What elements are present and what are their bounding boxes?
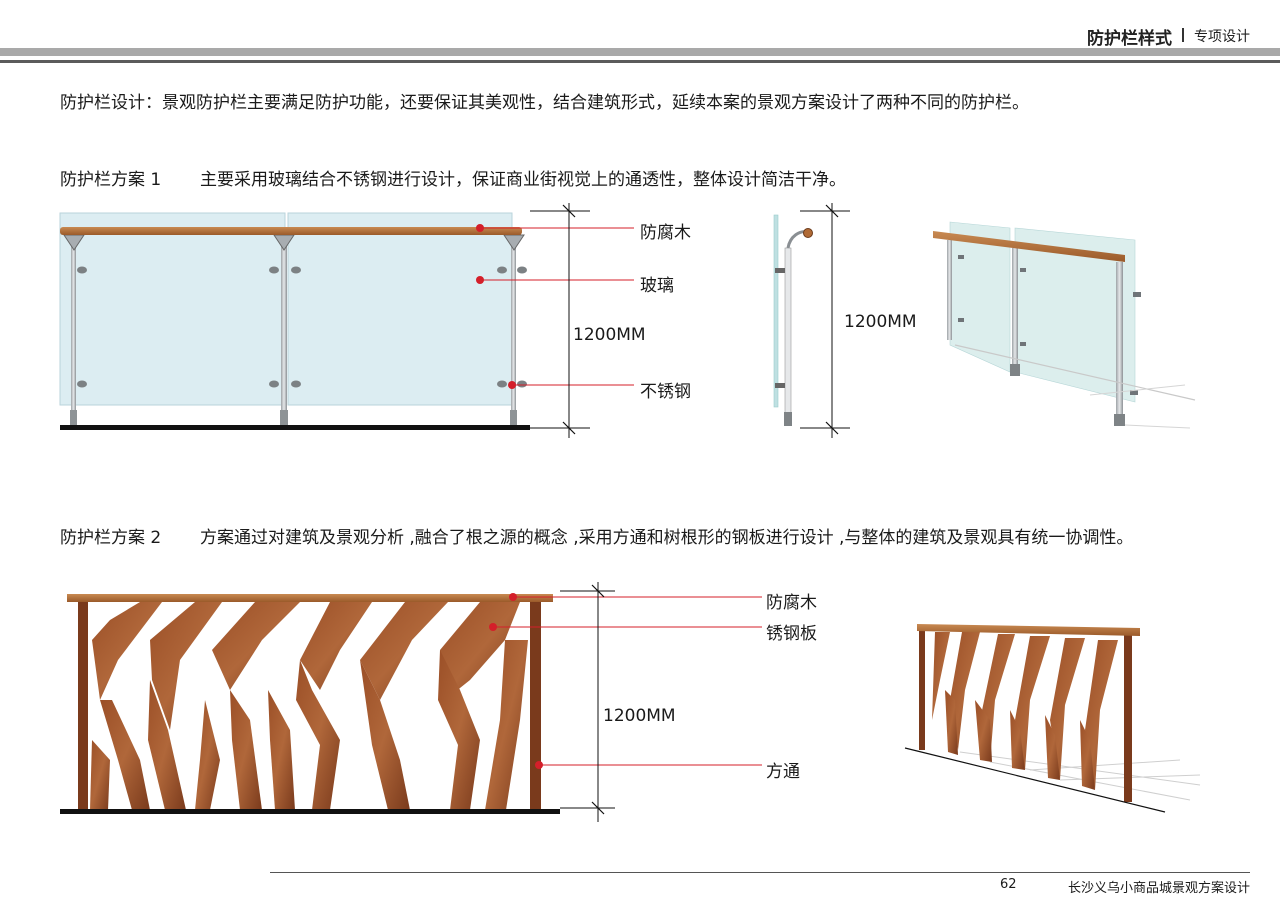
callout-dot xyxy=(508,381,516,389)
callout-dot xyxy=(535,761,543,769)
scheme1-description: 主要采用玻璃结合不锈钢进行设计，保证商业街视觉上的通透性，整体设计简洁干净。 xyxy=(200,170,846,190)
scheme1-dimension-label: 1200MM xyxy=(573,325,646,345)
callout-dot xyxy=(509,593,517,601)
wood-handrail xyxy=(60,227,522,235)
wood-handrail xyxy=(933,231,1125,262)
callout-plate-label: 锈钢板 xyxy=(766,624,817,644)
scheme1-front-elevation xyxy=(59,203,634,438)
section-subtitle: 专项设计 xyxy=(1194,29,1250,45)
wood-handrail xyxy=(67,594,553,602)
rust-steel-plate xyxy=(90,602,528,810)
scheme1-side-section xyxy=(773,203,850,438)
callout-tube-label: 方通 xyxy=(766,762,800,782)
post-base xyxy=(784,412,792,426)
scheme1-heading: 防护栏方案 1 主要采用玻璃结合不锈钢进行设计，保证商业街视觉上的通透性，整体设计… xyxy=(60,165,846,190)
ground-line xyxy=(60,809,560,814)
glass-panel-right xyxy=(287,212,513,406)
header-rule xyxy=(0,60,1280,63)
scheme2-perspective xyxy=(904,624,1201,813)
intro-paragraph: 防护栏设计：景观防护栏主要满足防护功能，还要保证其美观性，结合建筑形式，延续本案… xyxy=(60,93,1029,113)
scheme2-label: 防护栏方案 2 xyxy=(60,528,162,548)
scheme1-label: 防护栏方案 1 xyxy=(60,170,162,190)
scheme2-description: 方案通过对建筑及景观分析 ,融合了根之源的概念 ,采用方通和树根形的钢板进行设计… xyxy=(200,528,1134,548)
callout-glass-label: 玻璃 xyxy=(640,276,674,296)
post-base xyxy=(510,410,517,426)
steel-post xyxy=(71,238,76,414)
callout-wood-label: 防腐木 xyxy=(640,223,691,243)
steel-post xyxy=(281,238,287,414)
callout-dot xyxy=(476,224,484,232)
post-base xyxy=(280,410,288,426)
glass-panel-left xyxy=(59,212,286,406)
callout-steel-label: 不锈钢 xyxy=(640,382,691,402)
scheme2-heading: 防护栏方案 2 方案通过对建筑及景观分析 ,融合了根之源的概念 ,采用方通和树根形… xyxy=(60,523,1133,548)
callout-dot xyxy=(489,623,497,631)
steel-post xyxy=(784,247,792,417)
post-base xyxy=(70,410,77,426)
ground-line xyxy=(60,425,530,430)
page-number: 62 xyxy=(1000,877,1017,892)
scheme1-perspective xyxy=(933,221,1196,429)
square-tube-post xyxy=(78,600,88,810)
scheme2-dimension-label: 1200MM xyxy=(603,706,676,726)
wood-handrail xyxy=(917,624,1140,636)
scheme1-side-dimension-label: 1200MM xyxy=(844,312,917,332)
handrail-section xyxy=(803,228,813,238)
section-title: 防护栏样式 xyxy=(1087,29,1172,49)
steel-post xyxy=(511,238,516,414)
footer-rule xyxy=(270,872,1250,873)
callout-wood-label: 防腐木 xyxy=(766,593,817,613)
project-title: 长沙义乌小商品城景观方案设计 xyxy=(1067,881,1250,896)
header-separator xyxy=(1182,28,1184,42)
glass-edge xyxy=(773,214,779,408)
scheme2-front-elevation xyxy=(60,582,762,822)
square-tube-post xyxy=(530,600,541,810)
callout-dot xyxy=(476,276,484,284)
header-band xyxy=(0,48,1280,56)
